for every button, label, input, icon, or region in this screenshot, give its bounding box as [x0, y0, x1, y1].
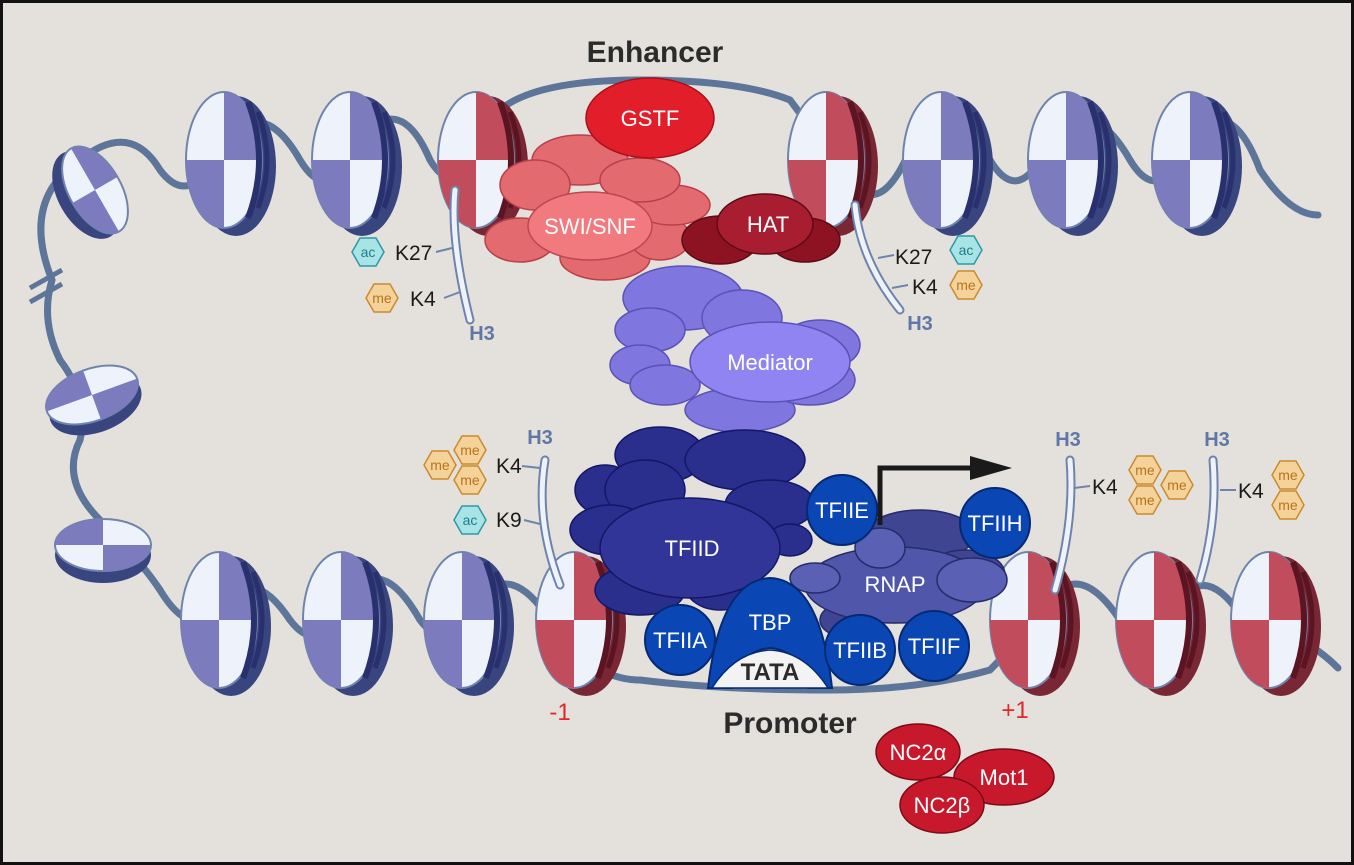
k27-label: K27	[395, 242, 432, 265]
ac-label: ac	[959, 242, 974, 258]
tata-box	[710, 649, 830, 689]
me-label: me	[460, 472, 480, 488]
mediator-core	[689, 321, 851, 403]
me-label: me	[1135, 462, 1155, 478]
h3-label: H3	[469, 323, 495, 345]
h3-label: H3	[907, 313, 933, 335]
tfiih-label: TFIIH	[968, 511, 1023, 536]
me-label: me	[1278, 497, 1298, 513]
k4-label: K4	[496, 455, 522, 478]
nc2a-label: NC2α	[890, 740, 947, 765]
promoter-title: Promoter	[723, 707, 857, 740]
nc2b-label: NC2β	[914, 793, 971, 818]
tfiia-label: TFIIA	[653, 628, 707, 653]
tfiid-core	[599, 497, 781, 599]
nc2b: NC2β	[899, 776, 985, 834]
tfiib: TFIIB	[824, 614, 896, 686]
mot1-label: Mot1	[980, 765, 1029, 790]
transcription-start-arrow	[877, 465, 975, 525]
rnap-label: RNAP	[864, 572, 925, 597]
me-label: me	[372, 290, 392, 306]
marks-enhancer-left: ac K27 me K4 H3	[351, 237, 495, 345]
gstf-protein	[585, 77, 715, 159]
rnap-lobe-right	[936, 557, 1008, 603]
h3-label: H3	[1055, 429, 1081, 451]
h3-label: H3	[1204, 429, 1230, 451]
tfiif: TFIIF	[898, 610, 970, 682]
histone-tails-inner	[451, 187, 1217, 593]
me-label: me	[460, 442, 480, 458]
me-label: me	[430, 457, 450, 473]
tfiid-complex	[569, 426, 816, 616]
me-label: me	[956, 277, 976, 293]
me-label: me	[1278, 467, 1298, 483]
k4-label: K4	[1238, 480, 1264, 503]
arrowhead	[970, 456, 1012, 480]
position-plus1: +1	[1001, 697, 1028, 724]
mediator-label: Mediator	[727, 350, 813, 375]
enhancer-title: Enhancer	[587, 36, 724, 69]
k4-label: K4	[1092, 476, 1118, 499]
k4-label: K4	[912, 276, 938, 299]
hat-label: HAT	[747, 212, 789, 237]
dna-break-marks	[28, 267, 64, 305]
tfiia: TFIIA	[644, 604, 716, 676]
k27-label: K27	[895, 246, 932, 269]
ac-label: ac	[463, 512, 478, 528]
marks-promoter-minus1: H3 me me me K4 ac K9	[423, 427, 553, 535]
swisnf-core	[527, 191, 653, 261]
tfiib-label: TFIIB	[833, 638, 887, 663]
swisnf-label: SWI/SNF	[544, 214, 636, 239]
marks-enhancer-right: K27 ac K4 me H3	[877, 235, 983, 335]
hat-core	[716, 193, 814, 255]
tfiie: TFIIE	[806, 474, 878, 546]
tfiih: TFIIH	[959, 487, 1031, 559]
h3-label: H3	[527, 427, 553, 449]
me-label: me	[1135, 492, 1155, 508]
tfiid-label: TFIID	[665, 536, 720, 561]
me-label: me	[1167, 477, 1187, 493]
k9-label: K9	[496, 509, 522, 532]
nc2a: NC2α	[875, 723, 961, 781]
tata-label: TATA	[741, 659, 800, 686]
tfiif-label: TFIIF	[908, 634, 961, 659]
tbp-label: TBP	[749, 610, 792, 635]
marks-promoter-plus1: H3 K4 me me me H3 K4 me me	[1055, 429, 1305, 520]
k4-label: K4	[410, 288, 436, 311]
position-minus1: -1	[549, 699, 570, 726]
tfiie-label: TFIIE	[815, 498, 869, 523]
gstf-label: GSTF	[621, 106, 680, 131]
ac-label: ac	[361, 244, 376, 260]
rnap-lobe-left	[789, 562, 841, 594]
rnap-lobe-top	[854, 527, 906, 569]
